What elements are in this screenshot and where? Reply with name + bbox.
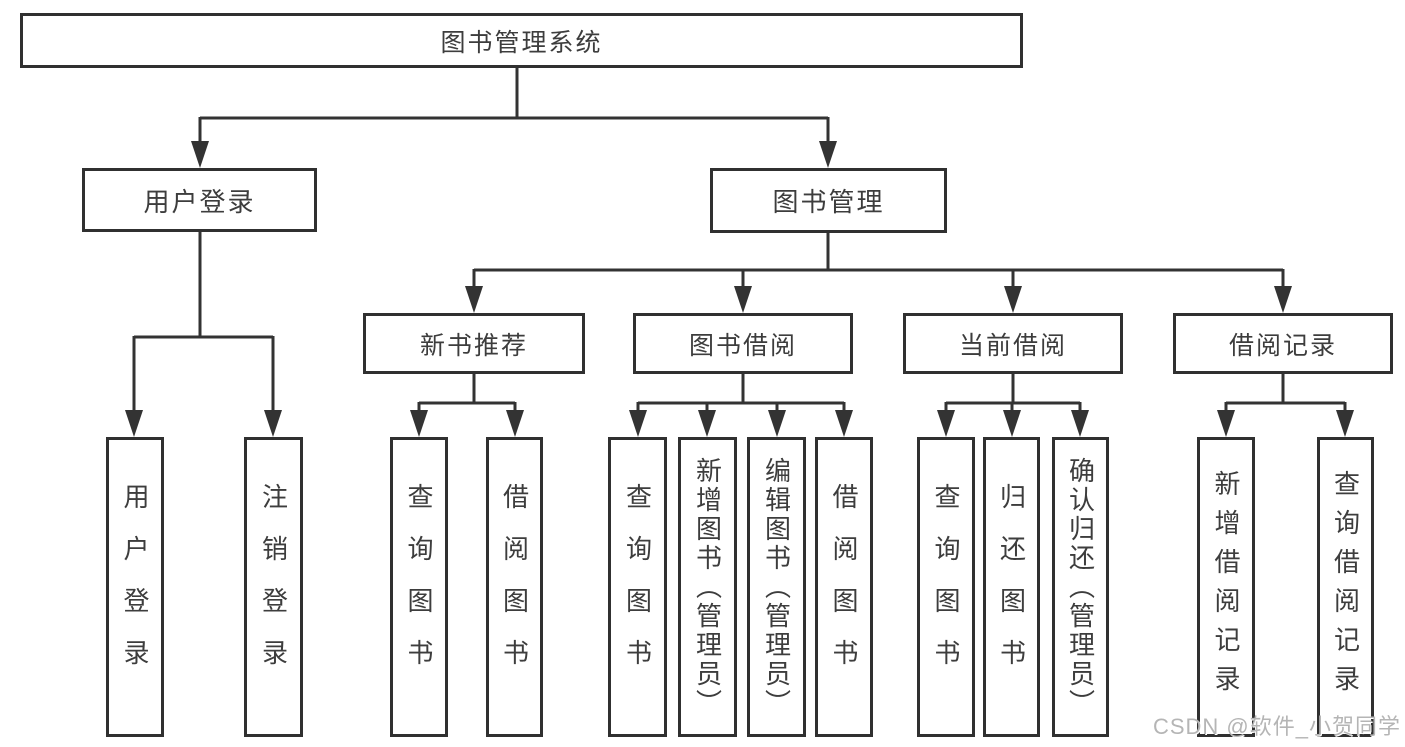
node-book-management: 图书管理 bbox=[710, 168, 947, 233]
leaf-current-query-books: 查询图书 bbox=[917, 437, 975, 737]
node-borrow-records: 借阅记录 bbox=[1173, 313, 1393, 374]
node-current-borrow: 当前借阅 bbox=[903, 313, 1123, 374]
root-node-library-system: 图书管理系统 bbox=[20, 13, 1023, 68]
leaf-edit-books-admin: 编辑图书（管理员） bbox=[747, 437, 806, 737]
leaf-confirm-return-admin: 确认归还（管理员） bbox=[1052, 437, 1109, 737]
leaf-borrow-query-books: 查询图书 bbox=[608, 437, 667, 737]
leaf-recommend-borrow-books: 借阅图书 bbox=[486, 437, 543, 737]
arrowheads bbox=[125, 141, 1354, 437]
leaf-borrow-borrow-books: 借阅图书 bbox=[815, 437, 873, 737]
leaf-add-borrow-record: 新增借阅记录 bbox=[1197, 437, 1255, 737]
leaf-user-login: 用户登录 bbox=[106, 437, 164, 737]
node-new-book-recommend: 新书推荐 bbox=[363, 313, 585, 374]
leaf-logout: 注销登录 bbox=[244, 437, 303, 737]
watermark: CSDN @软件_小贺同学 bbox=[1152, 714, 1401, 739]
leaf-query-borrow-record: 查询借阅记录 bbox=[1317, 437, 1374, 737]
leaf-add-books-admin: 新增图书（管理员） bbox=[678, 437, 737, 737]
leaf-recommend-query-books: 查询图书 bbox=[390, 437, 448, 737]
leaf-return-books: 归还图书 bbox=[983, 437, 1040, 737]
node-user-login: 用户登录 bbox=[82, 168, 317, 232]
node-book-borrow: 图书借阅 bbox=[633, 313, 853, 374]
